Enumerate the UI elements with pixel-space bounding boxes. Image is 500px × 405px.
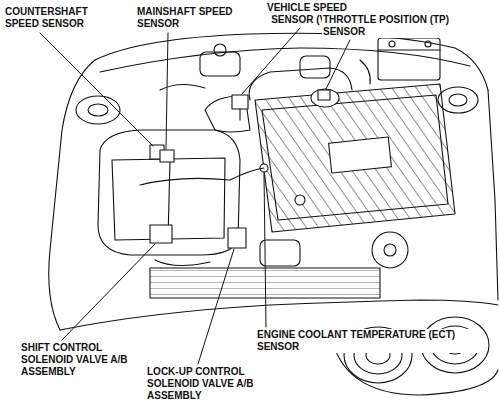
transmission-case: [98, 130, 240, 255]
strut-tower: [76, 96, 120, 124]
radiator-cap: [260, 240, 300, 266]
callout-label: COUNTERSHAFT SPEED SENSOR: [4, 6, 98, 30]
callout-label: SHIFT CONTROL SOLENOID VALVE A/B ASSEMBL…: [20, 342, 144, 378]
hose: [360, 60, 370, 84]
leader-line: [62, 244, 155, 340]
cowl: [100, 48, 470, 72]
intake-plenum: [205, 96, 250, 132]
callout-label: THROTTLE POSITION (TP) SENSOR: [322, 14, 474, 38]
battery: [378, 38, 440, 80]
vss-shaft: [239, 109, 240, 120]
tp-sensor: [318, 90, 330, 100]
oil-cap: [295, 195, 305, 205]
cover-plate: [329, 137, 392, 173]
vss-body: [232, 95, 248, 109]
valve-cover: [255, 84, 455, 232]
front-panel: [60, 300, 498, 330]
strut-tower: [438, 87, 478, 113]
throttle-body: [311, 89, 339, 107]
shift-solenoid: [150, 225, 172, 243]
leader-line: [264, 173, 266, 327]
harness: [140, 168, 264, 185]
callout-label: ENGINE COOLANT TEMPERATURE (ECT) SENSOR: [256, 329, 480, 353]
pulley: [384, 244, 396, 256]
battery-terminal: [389, 41, 395, 47]
reservoir: [300, 56, 330, 78]
battery-lid: [378, 49, 440, 50]
leader-lines: [40, 28, 350, 364]
firewall-line: [95, 33, 488, 90]
harness: [155, 260, 210, 266]
strut-top: [88, 104, 108, 116]
leader-line: [242, 28, 300, 94]
callout-label: MAINSHAFT SPEED SENSOR: [136, 6, 243, 30]
strut-top: [449, 94, 467, 106]
reservoir-cap: [214, 44, 226, 56]
callout-label: LOCK-UP CONTROL SOLENOID VALVE A/B ASSEM…: [146, 366, 276, 402]
valve-cover-inner: [262, 95, 448, 220]
left-fender: [49, 60, 95, 330]
leader-line: [166, 33, 168, 149]
battery-terminal: [425, 41, 431, 47]
leader-line: [198, 249, 234, 364]
mainshaft-sensor: [160, 150, 174, 162]
leader-line: [40, 33, 153, 146]
lockup-solenoid: [228, 228, 246, 248]
alternator: [372, 232, 408, 268]
leader-line: [326, 40, 350, 89]
right-fender: [488, 90, 498, 300]
